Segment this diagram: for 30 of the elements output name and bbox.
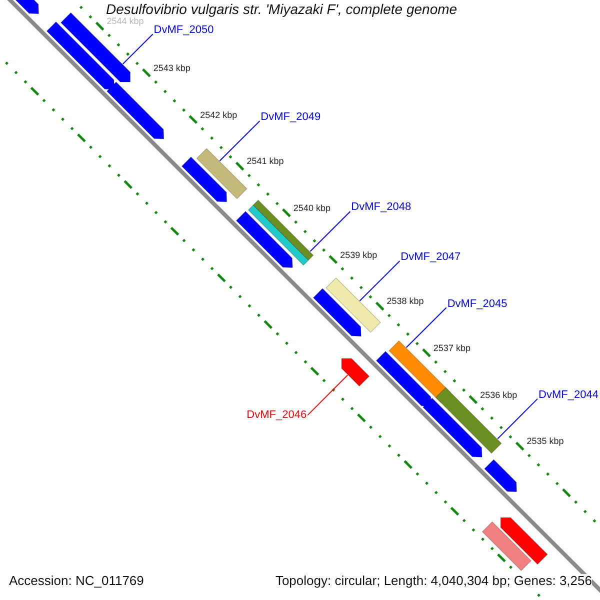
gene-label: DvMF_2045 [447,298,508,310]
scale-label: 2541 kbp [246,157,284,168]
gene-label: DvMF_2047 [400,250,461,263]
scale-label: 2540 kbp [293,204,330,214]
scale-label: 2535 kbp [526,437,564,448]
leader-line [307,374,348,416]
gene-label: DvMF_2050 [154,24,214,36]
leader-line [406,307,447,348]
gene-feature [248,200,314,266]
gene-label: DvMF_2048 [351,201,412,214]
gene-label: DvMF_2044 [538,388,598,401]
gene-feature [196,148,248,200]
title: Desulfovibrio vulgaris str. 'Miyazaki F', complete genome [106,2,458,18]
gene-feature [435,387,502,454]
gene-feature [341,358,370,387]
scale-label: 2539 kbp [340,250,378,260]
leader-line [310,211,351,252]
scale-label: 2537 kbp [433,344,470,354]
gene-label: DvMF_2049 [260,110,321,123]
genome-summary-text: Topology: circular; Length: 4,040,304 bp; Genes: 3,256 [275,574,592,588]
leader-line [122,34,154,64]
scale-label: 2538 kbp [386,297,424,308]
scale-label: 2544 kbp [106,17,144,28]
leader-line [219,120,260,162]
gene-label: DvMF_2046 [246,409,307,422]
scale-label: 2536 kbp [480,390,518,400]
leader-line [497,398,538,440]
gene-feature [326,277,381,333]
accession-text: Accession: NC_011769 [9,574,144,588]
leader-line [359,260,400,302]
